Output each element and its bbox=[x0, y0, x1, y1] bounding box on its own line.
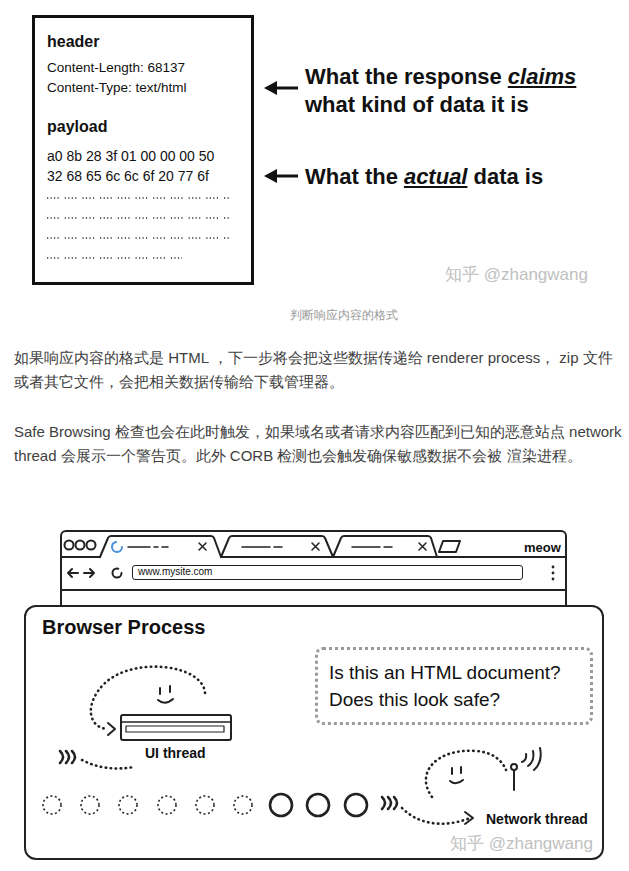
task-queue bbox=[81, 796, 99, 814]
pointer-arrow bbox=[274, 175, 298, 178]
browser-chrome bbox=[242, 546, 270, 548]
browser-chrome bbox=[199, 543, 206, 550]
section-heading: header bbox=[47, 32, 245, 52]
thread-label: UI thread bbox=[145, 744, 206, 762]
url-text: www.mysite.com bbox=[138, 566, 517, 578]
network-thread-figure bbox=[465, 812, 473, 824]
task-queue bbox=[307, 794, 329, 816]
hex-bytes: a0 8b 28 3f 01 00 00 00 50 bbox=[47, 146, 245, 166]
task-queue bbox=[345, 794, 367, 816]
browser-chrome bbox=[76, 541, 85, 550]
annotation-emphasis: claims bbox=[508, 62, 577, 91]
annotation-emphasis: actual bbox=[404, 162, 468, 191]
bubble-text: Is this an HTML document? Does this look… bbox=[329, 659, 579, 713]
pointer-arrow bbox=[264, 169, 277, 183]
body-paragraph: 如果响应内容的格式是 HTML ，下一步将会把这些数据传递给 renderer … bbox=[14, 346, 622, 394]
thread-label: Network thread bbox=[486, 810, 588, 828]
address-bar: www.mysite.com bbox=[132, 565, 523, 580]
network-thread-figure bbox=[452, 767, 461, 774]
network-thread-figure bbox=[522, 748, 541, 770]
browser-chrome bbox=[128, 546, 150, 548]
task-queue bbox=[270, 794, 292, 816]
response-box: headerContent-Length: 68137Content-Type:… bbox=[32, 15, 254, 285]
network-thread-figure bbox=[382, 797, 397, 809]
browser-chrome bbox=[162, 546, 168, 548]
network-thread-figure bbox=[511, 764, 517, 770]
ui-thread-figure bbox=[121, 715, 231, 740]
browser-chrome bbox=[113, 569, 122, 578]
browser-chrome bbox=[384, 546, 392, 548]
ui-thread-figure bbox=[82, 760, 134, 768]
ui-thread-figure bbox=[60, 667, 231, 769]
annotation-text: data is bbox=[473, 162, 543, 191]
pointer-arrow bbox=[274, 87, 298, 90]
annotation-text: What the response bbox=[305, 62, 502, 91]
payload-dots bbox=[47, 197, 229, 199]
pointer-arrow bbox=[264, 81, 298, 183]
browser-chrome bbox=[62, 589, 565, 591]
browser-chrome bbox=[552, 566, 555, 569]
annotation-text: What the bbox=[305, 162, 398, 191]
browser-chrome bbox=[552, 578, 555, 581]
payload-dots bbox=[47, 217, 229, 219]
payload-dots bbox=[47, 198, 229, 258]
speech-bubble: Is this an HTML document? Does this look… bbox=[315, 647, 593, 725]
browser-chrome bbox=[100, 536, 221, 557]
watermark: 知乎 @zhangwang bbox=[445, 264, 588, 286]
process-title: Browser Process bbox=[42, 615, 586, 639]
payload-dots bbox=[47, 257, 182, 259]
browser-window: meow www.mysite.com bbox=[60, 530, 567, 605]
browser-chrome bbox=[352, 546, 380, 548]
task-queue bbox=[43, 794, 367, 816]
browser-chrome bbox=[552, 572, 555, 575]
task-queue bbox=[196, 796, 214, 814]
ui-thread-figure bbox=[60, 751, 75, 763]
window-title: meow bbox=[524, 540, 565, 556]
network-thread-figure bbox=[426, 751, 506, 797]
browser-chrome bbox=[419, 543, 426, 550]
payload-dots bbox=[47, 237, 229, 239]
ui-thread-figure bbox=[126, 726, 224, 732]
browser-chrome bbox=[87, 541, 96, 550]
browser-chrome bbox=[439, 541, 460, 552]
watermark: 知乎 @zhangwang bbox=[450, 833, 593, 855]
task-queue bbox=[158, 796, 176, 814]
browser-chrome bbox=[333, 536, 437, 557]
task-queue bbox=[119, 796, 137, 814]
ui-thread-figure bbox=[158, 699, 173, 703]
body-paragraph: Safe Browsing 检查也会在此时触发，如果域名或者请求内容匹配到已知的… bbox=[14, 420, 622, 468]
network-thread-figure bbox=[513, 770, 515, 790]
network-thread-figure bbox=[450, 780, 463, 783]
browser-chrome bbox=[84, 569, 94, 577]
section-heading: payload bbox=[47, 117, 245, 137]
header-field: Content-Length: 68137 bbox=[47, 58, 245, 78]
browser-chrome bbox=[65, 541, 74, 550]
browser-chrome bbox=[221, 536, 333, 557]
annotation-text: what kind of data it is bbox=[305, 90, 529, 119]
browser-chrome bbox=[274, 546, 282, 548]
browser-chrome bbox=[62, 536, 565, 590]
hex-bytes: 32 68 65 6c 6c 6f 20 77 6f bbox=[47, 166, 245, 186]
figure-caption: 判断响应内容的格式 bbox=[290, 307, 398, 323]
ui-thread-figure bbox=[160, 686, 170, 694]
ui-thread-figure bbox=[121, 721, 231, 723]
pointer-arrow bbox=[264, 81, 277, 95]
browser-chrome bbox=[62, 556, 565, 558]
browser-chrome bbox=[112, 542, 122, 552]
browser-chrome bbox=[68, 569, 78, 577]
network-thread-figure bbox=[402, 808, 470, 824]
header-field: Content-Type: text/html bbox=[47, 78, 245, 98]
ui-thread-figure bbox=[108, 723, 115, 735]
browser-chrome bbox=[154, 546, 158, 548]
browser-chrome bbox=[312, 543, 319, 550]
task-queue bbox=[43, 796, 61, 814]
task-queue bbox=[234, 796, 252, 814]
ui-thread-figure bbox=[91, 667, 205, 729]
